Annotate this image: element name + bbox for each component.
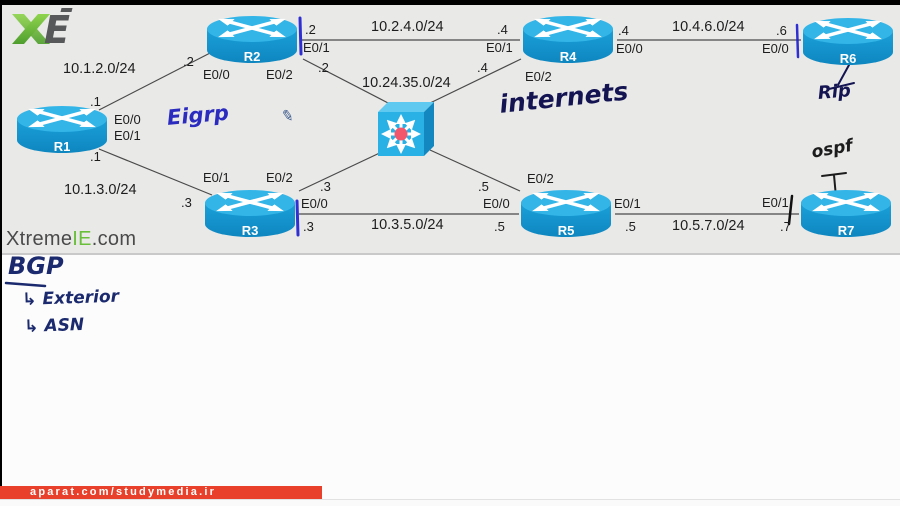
ip-label: .1 bbox=[90, 94, 101, 109]
port-label: E0/2 bbox=[527, 171, 554, 186]
link-r1-r2 bbox=[98, 50, 215, 111]
link-r3-switch bbox=[298, 149, 387, 192]
subnet-label: 10.2.4.0/24 bbox=[371, 19, 444, 35]
bgp-underline bbox=[4, 281, 47, 288]
port-label: E0/1 bbox=[114, 128, 141, 143]
rip-arrow bbox=[828, 64, 855, 90]
port-label: E0/2 bbox=[266, 170, 293, 185]
port-label: E0/2 bbox=[525, 69, 552, 84]
ip-label: .2 bbox=[318, 60, 329, 75]
logo-accent bbox=[60, 8, 73, 12]
svg-text:R5: R5 bbox=[558, 223, 575, 238]
link-r1-r3 bbox=[98, 148, 213, 196]
svg-text:R3: R3 bbox=[242, 223, 259, 238]
subnet-label: 10.1.2.0/24 bbox=[63, 61, 136, 77]
site-suffix: .com bbox=[91, 228, 137, 250]
router-R3: R3 bbox=[202, 188, 298, 245]
port-label: E0/1 bbox=[762, 195, 789, 210]
rip-note: Rip bbox=[817, 80, 852, 104]
link-r2-switch bbox=[302, 58, 391, 105]
site-highlight: IE bbox=[72, 228, 92, 250]
site-watermark: XtremeIE.com bbox=[6, 228, 136, 251]
router-R5: R5 bbox=[518, 188, 614, 245]
ip-label: .3 bbox=[320, 179, 331, 194]
aparat-banner: aparat.com/studymedia.ir bbox=[0, 486, 322, 499]
port-label: E0/0 bbox=[301, 196, 328, 211]
ip-label: .2 bbox=[305, 22, 316, 37]
router-R1: R1 bbox=[14, 104, 110, 161]
router-R2: R2 bbox=[204, 14, 300, 71]
link-r4-switch bbox=[427, 58, 522, 105]
ip-label: .5 bbox=[494, 219, 505, 234]
ip-label: .4 bbox=[618, 23, 629, 38]
ip-label: .3 bbox=[181, 195, 192, 210]
pen-mark-r7 bbox=[787, 194, 794, 226]
pen-mark-r2 bbox=[298, 16, 303, 56]
ip-label: .5 bbox=[478, 179, 489, 194]
multilayer-switch bbox=[372, 98, 438, 165]
port-label: E0/1 bbox=[203, 170, 230, 185]
port-label: E0/1 bbox=[614, 196, 641, 211]
port-label: E0/0 bbox=[483, 196, 510, 211]
ip-label: .1 bbox=[90, 149, 101, 164]
ip-label: .4 bbox=[477, 60, 488, 75]
router-R4: R4 bbox=[520, 14, 616, 71]
site-prefix: Xtreme bbox=[6, 228, 73, 250]
banner-text: aparat.com/studymedia.ir bbox=[30, 486, 217, 498]
router-R6: R6 bbox=[800, 16, 896, 73]
letterbox-left bbox=[0, 0, 2, 506]
port-label: E0/0 bbox=[762, 41, 789, 56]
ip-label: .2 bbox=[183, 54, 194, 69]
svg-text:R2: R2 bbox=[244, 49, 261, 64]
subnet-label: 10.4.6.0/24 bbox=[672, 19, 745, 35]
letterbox-top bbox=[0, 0, 900, 5]
subnet-label: 10.3.5.0/24 bbox=[371, 217, 444, 233]
bgp-exterior-note: ↳ Exterior bbox=[22, 286, 120, 310]
diagram-canvas bbox=[2, 5, 900, 253]
subnet-label: 10.5.7.0/24 bbox=[672, 218, 745, 234]
port-label: E0/2 bbox=[266, 67, 293, 82]
port-label: E0/0 bbox=[114, 112, 141, 127]
link-r5-switch bbox=[429, 149, 521, 192]
bgp-note: BGP bbox=[8, 252, 64, 280]
ip-label: .7 bbox=[780, 219, 791, 234]
port-label: E0/0 bbox=[616, 41, 643, 56]
svg-text:R7: R7 bbox=[838, 223, 855, 238]
ip-label: .3 bbox=[303, 219, 314, 234]
letterbox-bottom bbox=[0, 499, 900, 506]
subnet-label: 10.24.35.0/24 bbox=[362, 75, 451, 91]
ip-label: .6 bbox=[776, 23, 787, 38]
logo-x-stroke bbox=[12, 14, 50, 44]
svg-text:R1: R1 bbox=[54, 139, 71, 154]
notes-canvas bbox=[2, 253, 900, 506]
pen-mark-r6 bbox=[795, 23, 800, 59]
switch-center-dot bbox=[394, 127, 408, 141]
logo-e: E bbox=[44, 8, 70, 52]
router-R7: R7 bbox=[798, 188, 894, 245]
ip-label: .4 bbox=[497, 22, 508, 37]
port-label: E0/0 bbox=[203, 67, 230, 82]
bgp-asn-note: ↳ ASN bbox=[24, 314, 85, 337]
port-label: E0/1 bbox=[486, 40, 513, 55]
xe-logo: E bbox=[12, 8, 73, 52]
svg-text:R4: R4 bbox=[560, 49, 577, 64]
pen-mark-r3 bbox=[295, 199, 300, 237]
svg-text:R6: R6 bbox=[840, 51, 857, 66]
link-lines bbox=[98, 39, 801, 215]
subnet-label: 10.1.3.0/24 bbox=[64, 182, 137, 198]
port-label: E0/1 bbox=[303, 40, 330, 55]
ip-label: .5 bbox=[625, 219, 636, 234]
